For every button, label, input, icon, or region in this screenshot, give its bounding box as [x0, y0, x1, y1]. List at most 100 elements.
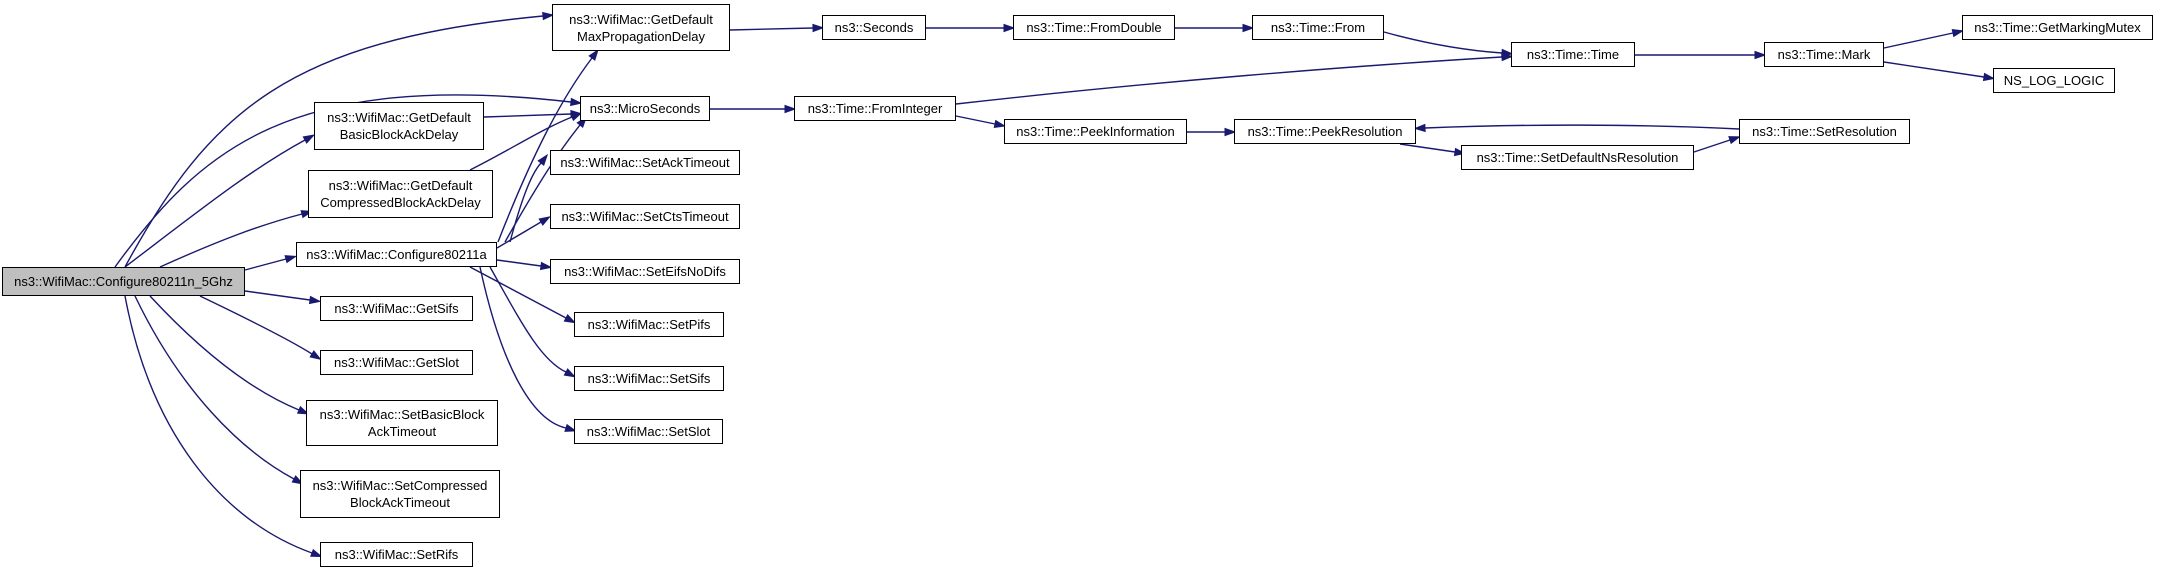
edge-set-resolution-to-peek-resolution: [1413, 123, 1740, 133]
node-set-pifs[interactable]: ns3::WifiMac::SetPifs: [574, 312, 724, 337]
edge-get-max-prop-to-seconds: [729, 23, 825, 33]
node-from-integer[interactable]: ns3::Time::FromInteger: [794, 96, 956, 121]
node-label: MaxPropagationDelay: [577, 28, 705, 44]
node-time-time[interactable]: ns3::Time::Time: [1511, 42, 1635, 67]
node-set-cts-timeout[interactable]: ns3::WifiMac::SetCtsTimeout: [550, 204, 740, 229]
arrow-head: [1242, 23, 1255, 33]
edge-root-to-get-slot: [199, 295, 322, 361]
node-mark[interactable]: ns3::Time::Mark: [1764, 42, 1884, 67]
node-configure80211a[interactable]: ns3::WifiMac::Configure80211a: [296, 242, 497, 267]
node-set-slot[interactable]: ns3::WifiMac::SetSlot: [574, 419, 723, 444]
arrow-head: [588, 48, 599, 61]
node-set-rifs[interactable]: ns3::WifiMac::SetRifs: [320, 542, 473, 567]
arrow-head: [1413, 123, 1426, 133]
node-label: ns3::WifiMac::Configure80211a: [306, 247, 487, 262]
edge-root-to-set-basic-block-ack-timeout: [149, 295, 310, 415]
arrow-head: [569, 112, 583, 122]
node-set-eifs-no-difs[interactable]: ns3::WifiMac::SetEifsNoDifs: [550, 259, 740, 284]
arrow-head: [993, 119, 1007, 129]
edge-line: [1383, 31, 1503, 54]
edge-from-integer-to-time-time: [955, 52, 1514, 105]
arrow-head: [570, 97, 583, 107]
edge-root-to-set-compressed-block-ack-timeout: [134, 295, 305, 485]
edge-line: [496, 259, 542, 267]
node-label: ns3::WifiMac::GetDefault: [569, 11, 713, 27]
edge-root-to-configure80211a: [244, 255, 298, 271]
edge-mark-to-ns-log-logic: [1883, 61, 1996, 82]
edge-line: [489, 266, 567, 373]
edge-configure80211a-to-set-slot: [479, 266, 578, 432]
edge-line: [509, 162, 542, 243]
arrow-head: [284, 255, 298, 264]
arrow-head: [784, 104, 797, 114]
node-set-ack-timeout[interactable]: ns3::WifiMac::SetAckTimeout: [550, 150, 740, 175]
edge-set-default-ns-to-set-resolution: [1693, 136, 1741, 153]
node-label: ns3::Time::GetMarkingMutex: [1974, 20, 2141, 35]
arrow-head: [539, 261, 553, 271]
edge-line: [134, 295, 295, 480]
node-label: ns3::WifiMac::SetAckTimeout: [560, 155, 730, 170]
edge-line: [1883, 61, 1985, 78]
edge-line: [729, 27, 814, 31]
edge-line: [479, 266, 567, 429]
node-peek-resolution[interactable]: ns3::Time::PeekResolution: [1234, 119, 1416, 144]
arrow-head: [296, 405, 310, 415]
node-set-default-ns[interactable]: ns3::Time::SetDefaultNsResolution: [1461, 145, 1694, 170]
node-label: ns3::Time::SetResolution: [1752, 124, 1897, 139]
edge-line: [469, 266, 567, 319]
node-label: ns3::WifiMac::GetSlot: [334, 355, 459, 370]
edge-line: [199, 295, 313, 355]
node-from[interactable]: ns3::Time::From: [1252, 15, 1384, 40]
node-label: NS_LOG_LOGIC: [2003, 73, 2105, 88]
node-set-resolution[interactable]: ns3::Time::SetResolution: [1739, 119, 1910, 144]
edge-root-to-get-basic-block-ack: [124, 134, 316, 268]
edge-get-compressed-block-ack-to-micro-seconds: [469, 112, 583, 171]
node-get-slot[interactable]: ns3::WifiMac::GetSlot: [320, 350, 473, 375]
edge-line: [159, 213, 303, 268]
node-label: ns3::WifiMac::GetSifs: [334, 301, 459, 316]
edge-line: [124, 139, 306, 268]
node-seconds[interactable]: ns3::Seconds: [822, 15, 926, 40]
node-label: ns3::Time::FromInteger: [807, 101, 943, 116]
node-label: BasicBlockAckDelay: [339, 127, 459, 142]
arrow-head: [812, 23, 825, 33]
node-micro-seconds[interactable]: ns3::MicroSeconds: [580, 96, 710, 121]
edge-get-basic-block-ack-to-micro-seconds: [483, 109, 583, 119]
edge-line: [1399, 143, 1456, 153]
node-ns-log-logic[interactable]: NS_LOG_LOGIC: [1993, 68, 2115, 93]
node-root[interactable]: ns3::WifiMac::Configure80211n_5Ghz: [2, 267, 245, 296]
node-label: ns3::WifiMac::SetCtsTimeout: [561, 209, 729, 224]
node-label: ns3::Time::PeekInformation: [1016, 124, 1175, 139]
edge-mark-to-get-marking-mutex: [1883, 28, 1965, 49]
arrow-head: [1982, 72, 1996, 82]
edge-line: [1693, 139, 1731, 153]
edge-line: [469, 116, 573, 171]
node-from-double[interactable]: ns3::Time::FromDouble: [1013, 15, 1175, 40]
edge-from-integer-to-peek-information: [955, 115, 1007, 129]
edge-line: [244, 258, 287, 271]
arrow-head: [310, 548, 323, 558]
node-set-sifs[interactable]: ns3::WifiMac::SetSifs: [574, 366, 724, 391]
arrow-head: [537, 153, 549, 166]
edge-root-to-get-sifs: [244, 290, 322, 305]
node-get-marking-mutex[interactable]: ns3::Time::GetMarkingMutex: [1962, 15, 2153, 40]
arrow-head: [1754, 50, 1767, 60]
edge-line: [124, 15, 544, 268]
arrow-head: [538, 216, 551, 226]
node-get-sifs[interactable]: ns3::WifiMac::GetSifs: [320, 296, 473, 321]
arrow-head: [1501, 52, 1514, 62]
node-label: ns3::Time::Time: [1526, 47, 1620, 62]
node-peek-information[interactable]: ns3::Time::PeekInformation: [1004, 119, 1187, 144]
node-label: ns3::Time::From: [1270, 20, 1366, 35]
node-label: ns3::MicroSeconds: [589, 101, 701, 116]
edge-configure80211a-to-get-max-prop: [497, 48, 599, 243]
edge-line: [483, 113, 572, 118]
edge-configure80211a-to-set-sifs: [489, 266, 577, 378]
call-edges: [114, 11, 1996, 558]
